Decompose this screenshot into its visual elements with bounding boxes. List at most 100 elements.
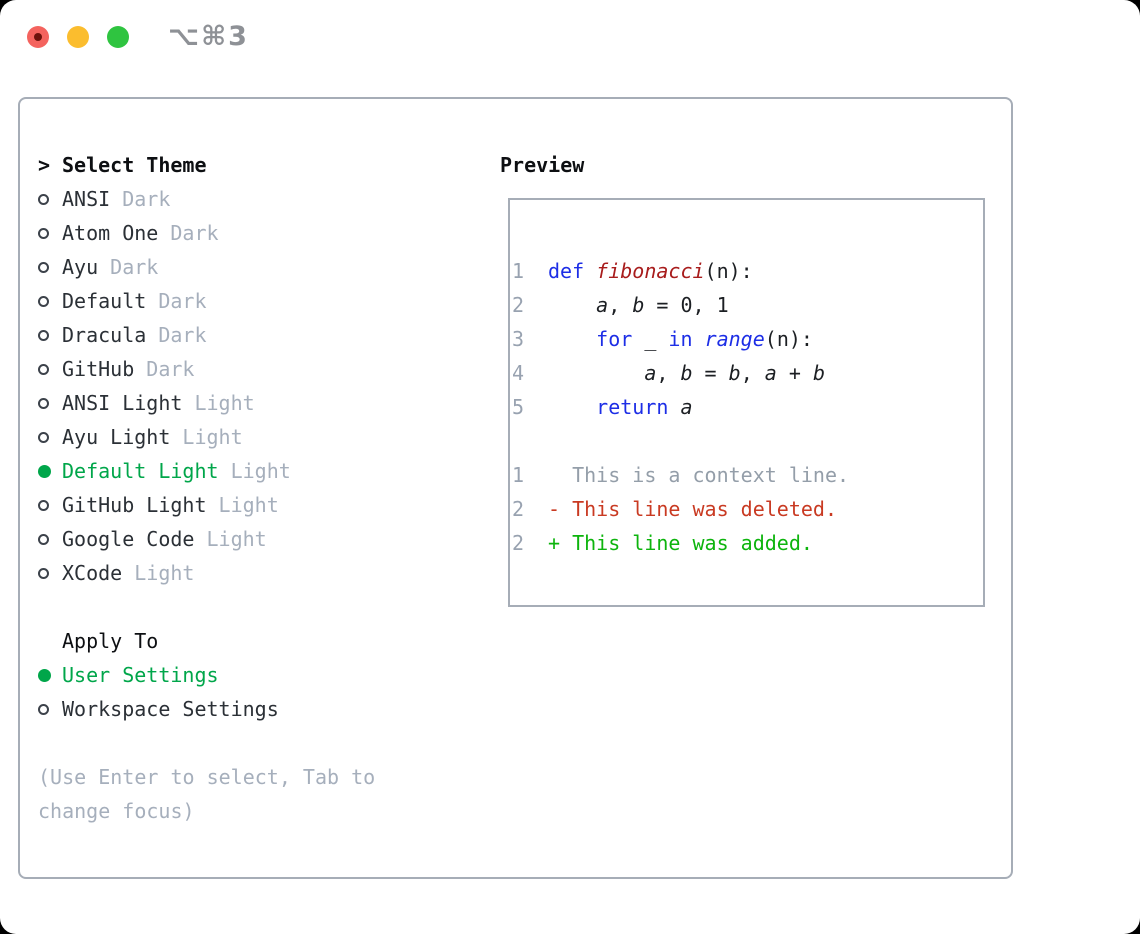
code-line: 3 for _ in range(n): <box>512 322 983 356</box>
code-line: 4 a, b = b, a + b <box>512 356 983 390</box>
radio-icon <box>38 228 49 239</box>
line-number: 1 <box>512 463 525 487</box>
option-label: XCode <box>62 561 123 585</box>
option-tag: Dark <box>110 187 171 211</box>
radio-icon <box>38 194 49 205</box>
radio-icon <box>38 500 49 511</box>
zoom-button[interactable] <box>107 26 129 48</box>
apply-to-header: Apply To <box>38 624 478 658</box>
option-tag: Light <box>194 527 267 551</box>
diff-line-context: 1 This is a context line. <box>512 458 983 492</box>
theme-option-xcode[interactable]: XCode Light <box>38 556 478 590</box>
theme-option-ayu[interactable]: Ayu Dark <box>38 250 478 284</box>
code-content: a, b = 0, 1 <box>596 293 729 317</box>
apply-to-title: Apply To <box>62 629 159 653</box>
option-label: ANSI <box>62 187 111 211</box>
line-number: 1 <box>512 259 525 283</box>
select-theme-title: Select Theme <box>62 153 207 177</box>
radio-icon <box>38 704 49 715</box>
gutter <box>38 624 62 658</box>
option-tag: Light <box>218 459 291 483</box>
option-label: Dracula <box>62 323 147 347</box>
option-tag: Light <box>182 391 255 415</box>
option-label: Ayu <box>62 255 99 279</box>
option-tag: Dark <box>134 357 195 381</box>
radio-icon <box>38 432 49 443</box>
radio-icon <box>38 262 49 273</box>
option-label: User Settings <box>62 663 219 687</box>
radio-icon <box>38 364 49 375</box>
minimize-button[interactable] <box>67 26 89 48</box>
diff-content: + This line was added. <box>548 531 813 555</box>
close-button[interactable] <box>27 26 49 48</box>
code-content: a, b = b, a + b <box>644 361 825 385</box>
line-number: 2 <box>512 497 525 521</box>
line-number: 4 <box>512 361 525 385</box>
theme-option-ansi-light[interactable]: ANSI Light Light <box>38 386 478 420</box>
theme-option-default[interactable]: Default Dark <box>38 284 478 318</box>
diff-line-deleted: 2 - This line was deleted. <box>512 492 983 526</box>
theme-option-google-code[interactable]: Google Code Light <box>38 522 478 556</box>
option-tag: Dark <box>146 323 207 347</box>
option-label: Google Code <box>62 527 195 551</box>
diff-content: - This line was deleted. <box>548 497 837 521</box>
option-tag: Dark <box>98 255 159 279</box>
option-label: Atom One <box>62 221 159 245</box>
diff-line-added: 2+ This line was added. <box>512 526 983 560</box>
code-line: 1 def fibonacci(n): <box>512 254 983 288</box>
option-tag: Light <box>122 561 195 585</box>
theme-option-atom-one[interactable]: Atom One Dark <box>38 216 478 250</box>
code-content: for _ in range(n): <box>596 327 813 351</box>
selected-radio-icon <box>38 465 51 478</box>
blank-line <box>512 424 983 458</box>
select-theme-header: > Select Theme <box>38 148 478 182</box>
line-number: 5 <box>512 395 525 419</box>
radio-icon <box>38 296 49 307</box>
keyboard-shortcut-label: ⌥⌘3 <box>168 21 249 52</box>
hint-line-1: (Use Enter to select, Tab to <box>38 765 376 789</box>
spacer <box>38 590 478 624</box>
code-line: 5 return a <box>512 390 983 424</box>
theme-option-github-light[interactable]: GitHub Light Light <box>38 488 478 522</box>
option-tag: Dark <box>146 289 207 313</box>
radio-icon <box>38 398 49 409</box>
option-tag: Dark <box>158 221 219 245</box>
line-number: 2 <box>512 293 525 317</box>
option-label: Default Light <box>62 459 219 483</box>
line-number: 3 <box>512 327 525 351</box>
focus-caret-icon: > <box>38 153 51 177</box>
code-line: 2 a, b = 0, 1 <box>512 288 983 322</box>
theme-option-github[interactable]: GitHub Dark <box>38 352 478 386</box>
radio-icon <box>38 534 49 545</box>
option-label: Workspace Settings <box>62 697 279 721</box>
preview-title: Preview <box>500 153 585 177</box>
option-label: GitHub <box>62 357 135 381</box>
spacer <box>38 726 478 760</box>
code-content: def fibonacci(n): <box>548 259 753 283</box>
theme-option-ansi[interactable]: ANSI Dark <box>38 182 478 216</box>
option-label: Default <box>62 289 147 313</box>
selected-radio-icon <box>38 669 51 682</box>
option-label: ANSI Light <box>62 391 183 415</box>
radio-icon <box>38 330 49 341</box>
theme-option-ayu-light[interactable]: Ayu Light Light <box>38 420 478 454</box>
option-label: Ayu Light <box>62 425 171 449</box>
hint-line-2: change focus) <box>38 799 195 823</box>
apply-option-user-settings[interactable]: User Settings <box>38 658 478 692</box>
diff-content: This is a context line. <box>548 463 850 487</box>
theme-option-dracula[interactable]: Dracula Dark <box>38 318 478 352</box>
radio-icon <box>38 568 49 579</box>
blank-line <box>512 220 983 254</box>
code-content: return a <box>596 395 693 419</box>
theme-option-default-light[interactable]: Default Light Light <box>38 454 478 488</box>
apply-option-workspace-settings[interactable]: Workspace Settings <box>38 692 478 726</box>
option-label: GitHub Light <box>62 493 207 517</box>
option-tag: Light <box>206 493 279 517</box>
